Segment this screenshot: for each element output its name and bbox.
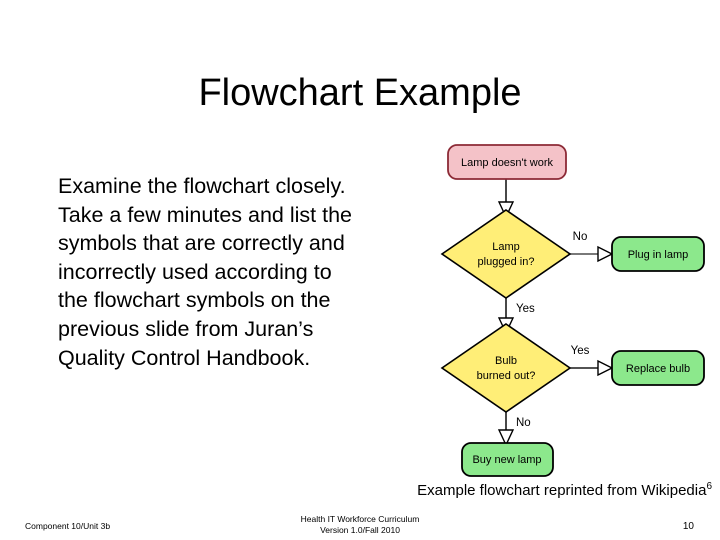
node-label-replace-bulb: Replace bulb xyxy=(626,363,690,375)
footer-curriculum-line1: Health IT Workforce Curriculum xyxy=(300,514,420,524)
edge-lamp-plugged-no-to-plug-in-lamp: No xyxy=(570,231,614,263)
figure-caption: Example flowchart reprinted from Wikiped… xyxy=(300,478,712,500)
edge-bulb-burned-yes-to-replace-bulb: Yes xyxy=(570,345,614,377)
node-label-lamp-plugged-in-line1: Lamp xyxy=(492,241,520,253)
node-lamp-plugged-in: Lamp plugged in? xyxy=(440,209,572,299)
page-title: Flowchart Example xyxy=(198,72,522,115)
node-label-bulb-burned-out-line1: Bulb xyxy=(495,355,517,367)
body-paragraph: Examine the flowchart closely. Take a fe… xyxy=(58,174,352,370)
node-label-lamp-plugged-in-line2: plugged in? xyxy=(478,256,535,268)
node-label-lamp-doesnt-work: Lamp doesn't work xyxy=(461,157,553,169)
node-lamp-doesnt-work: Lamp doesn't work xyxy=(447,144,567,180)
figure-caption-text: Example flowchart reprinted from Wikiped… xyxy=(417,482,707,499)
node-label-bulb-burned-out-line2: burned out? xyxy=(477,370,536,382)
edge-bulb-burned-no-to-buy-new-lamp: No xyxy=(497,412,531,447)
footer-page-number: 10 xyxy=(682,521,694,532)
node-label-buy-new-lamp: Buy new lamp xyxy=(472,454,541,466)
node-bulb-burned-out: Bulb burned out? xyxy=(440,323,572,413)
footer-curriculum-line2: Version 1.0/Fall 2010 xyxy=(320,525,400,535)
figure-caption-footnote-marker: 6 xyxy=(706,481,712,492)
footer-component-unit: Component 10/Unit 3b xyxy=(25,521,111,531)
node-plug-in-lamp: Plug in lamp xyxy=(611,236,705,272)
node-replace-bulb: Replace bulb xyxy=(611,350,705,386)
edge-label-yes-1: Yes xyxy=(516,303,535,315)
edge-label-yes-2: Yes xyxy=(571,345,590,357)
edge-label-no-2: No xyxy=(516,417,531,429)
footer-curriculum: Health IT Workforce Curriculum Version 1… xyxy=(0,514,720,536)
node-buy-new-lamp: Buy new lamp xyxy=(461,442,554,477)
node-label-plug-in-lamp: Plug in lamp xyxy=(628,249,689,261)
flowchart-diagram: No Yes Yes No xyxy=(430,132,710,482)
edge-label-no-1: No xyxy=(573,231,588,243)
